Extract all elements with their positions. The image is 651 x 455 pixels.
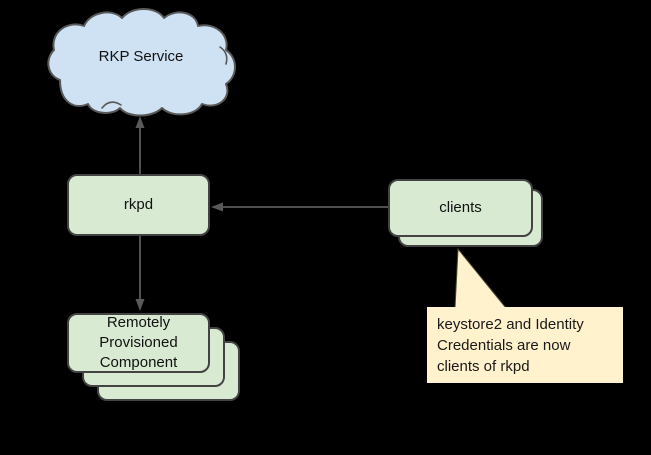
callout-note: keystore2 and Identity Credentials are n… [427, 307, 623, 383]
cloud-shape [47, 8, 236, 117]
node-rkpd: rkpd [67, 174, 210, 236]
node-rpc-label-line-1: Remotely [106, 314, 171, 331]
node-rkpd-label: rkpd [123, 196, 154, 213]
cloud-inner-arc-bottom [101, 101, 122, 109]
node-clients-label: clients [439, 199, 482, 216]
arrowhead-left [211, 202, 223, 212]
arrowhead-up [135, 116, 145, 128]
node-rpc: Remotely Provisioned Component [67, 313, 210, 373]
callout-tail [455, 249, 506, 308]
callout-line-2: Credentials are now [437, 337, 571, 354]
node-clients: clients [388, 179, 533, 237]
cloud-label: RKP Service [98, 48, 184, 65]
node-clients-stack: clients [388, 179, 543, 247]
node-rpc-label-line-3: Component [99, 354, 178, 371]
callout-tail-outline [454, 247, 507, 309]
arrowhead-down [135, 299, 145, 311]
node-rpc-label-line-2: Provisioned [99, 334, 178, 351]
callout-line-1: keystore2 and Identity [437, 316, 584, 333]
cloud-inner-arc-right [219, 46, 228, 65]
node-rpc-stack: Remotely Provisioned Component [67, 313, 240, 401]
callout-line-3: clients of rkpd [437, 358, 530, 375]
